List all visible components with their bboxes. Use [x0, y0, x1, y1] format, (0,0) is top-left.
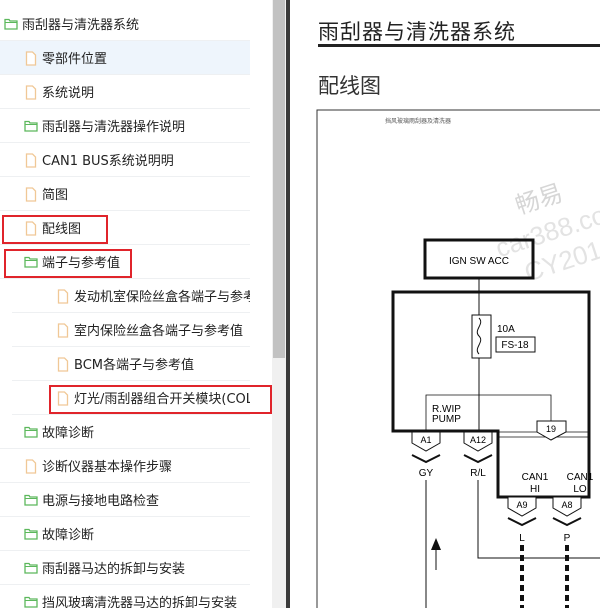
folder-icon — [24, 255, 38, 268]
svg-text:LO: LO — [573, 484, 587, 495]
fuse-id: FS-18 — [501, 340, 529, 351]
tree-item[interactable]: BCM各端子与参考值 — [12, 347, 250, 381]
tree-item-label: 发动机室保险丝盒各端子与参考值 — [74, 290, 250, 305]
svg-text:L: L — [519, 533, 525, 544]
section-title: 配线图 — [318, 74, 381, 98]
tree-item[interactable]: 雨刮器马达的拆卸与安装 — [0, 551, 250, 585]
tree-item-label: 灯光/雨刮器组合开关模块(COLUMN — [74, 392, 250, 407]
svg-text:GY: GY — [419, 468, 434, 479]
svg-text:A12: A12 — [470, 435, 486, 445]
svg-text:HI: HI — [530, 484, 540, 495]
svg-text:R.WIP: R.WIP — [432, 404, 461, 415]
file-icon — [24, 221, 38, 236]
svg-text:PUMP: PUMP — [432, 414, 461, 425]
tree-item[interactable]: 挡风玻璃清洗器马达的拆卸与安装 — [0, 585, 250, 608]
svg-text:A1: A1 — [420, 435, 431, 445]
fuse-icon — [471, 314, 492, 359]
folder-icon — [24, 595, 38, 608]
file-icon — [24, 187, 38, 202]
tree-item[interactable]: 雨刮器与清洗器操作说明 — [0, 109, 250, 143]
tree-item-label: 故障诊断 — [42, 426, 95, 441]
fuse-rating: 10A — [497, 324, 515, 335]
tree-item-label: 挡风玻璃清洗器马达的拆卸与安装 — [42, 596, 238, 608]
svg-text:CAN1: CAN1 — [522, 472, 549, 483]
tree-item[interactable]: 电源与接地电路检查 — [0, 483, 250, 517]
diagram-frame — [316, 109, 600, 608]
tree-item-label: 端子与参考值 — [42, 256, 121, 271]
tree-item[interactable]: 系统说明 — [0, 75, 250, 109]
tree-item-label: 系统说明 — [42, 86, 95, 101]
watermark: 畅易 car388.com CY201 — [492, 180, 600, 288]
svg-text:R/L: R/L — [470, 468, 486, 479]
tree-item[interactable]: 端子与参考值 — [0, 245, 250, 279]
svg-text:19: 19 — [546, 424, 556, 434]
highlight-box — [2, 215, 108, 244]
tree-item-label: BCM各端子与参考值 — [74, 358, 194, 373]
file-icon — [56, 357, 70, 372]
file-icon — [56, 391, 70, 406]
tree-item-label: 雨刮器与清洗器系统 — [22, 18, 140, 33]
tree-item[interactable]: 雨刮器与清洗器系统 — [0, 7, 250, 41]
diagram-caption: 挡风玻璃雨刮器及清洗器 — [385, 117, 451, 125]
folder-icon — [24, 493, 38, 506]
tree-item-label: 雨刮器与清洗器操作说明 — [42, 120, 186, 135]
svg-text:A9: A9 — [516, 500, 527, 510]
highlight-box — [4, 249, 132, 278]
svg-text:P: P — [564, 533, 571, 544]
pin-connectors — [411, 431, 582, 527]
tree-item[interactable]: 诊断仪器基本操作步骤 — [0, 449, 250, 483]
document-title: 雨刮器与清洗器系统 — [318, 20, 516, 44]
folder-icon — [24, 561, 38, 574]
scrollbar-thumb[interactable] — [273, 0, 285, 358]
title-rule — [318, 44, 600, 47]
tree-item[interactable]: 灯光/雨刮器组合开关模块(COLUMN — [12, 381, 250, 415]
tree-item[interactable]: 故障诊断 — [0, 415, 250, 449]
tree-item[interactable]: 发动机室保险丝盒各端子与参考值 — [12, 279, 250, 313]
svg-text:CAN1: CAN1 — [567, 472, 594, 483]
tree-item-label: 诊断仪器基本操作步骤 — [42, 460, 173, 475]
tree-item[interactable]: 零部件位置 — [0, 41, 250, 75]
document-viewer: 雨刮器与清洗器系统 配线图 挡风玻璃雨刮器及清洗器 畅易 car388.com … — [290, 0, 600, 608]
tree-item-label: 简图 — [42, 188, 69, 203]
highlight-box — [49, 385, 272, 414]
tree-item[interactable]: CAN1 BUS系统说明明 — [0, 143, 250, 177]
folder-icon — [24, 527, 38, 540]
tree-item[interactable]: 室内保险丝盒各端子与参考值 — [12, 313, 250, 347]
file-icon — [56, 289, 70, 304]
file-icon — [24, 153, 38, 168]
tree-item[interactable]: 简图 — [0, 177, 250, 211]
svg-text:A8: A8 — [561, 500, 572, 510]
module-box — [391, 290, 591, 499]
sidebar-scrollbar[interactable] — [272, 0, 286, 608]
tree-item-label: 电源与接地电路检查 — [42, 494, 160, 509]
tree-item-label: 零部件位置 — [42, 52, 108, 67]
tree-item[interactable]: 故障诊断 — [0, 517, 250, 551]
tree-item-label: 室内保险丝盒各端子与参考值 — [74, 324, 244, 339]
tree-item-label: CAN1 BUS系统说明明 — [42, 154, 174, 169]
wiring-diagram: 挡风玻璃雨刮器及清洗器 畅易 car388.com CY201 IGN SW A… — [316, 109, 600, 608]
file-icon — [56, 323, 70, 338]
tree-item-label: 雨刮器马达的拆卸与安装 — [42, 562, 186, 577]
file-icon — [24, 85, 38, 100]
file-icon — [24, 51, 38, 66]
pane-divider[interactable] — [286, 0, 290, 608]
folder-icon — [4, 17, 18, 30]
file-icon — [24, 459, 38, 474]
tree-item-label: 配线图 — [42, 222, 82, 237]
tree-item[interactable]: 配线图 — [0, 211, 250, 245]
folder-icon — [24, 119, 38, 132]
folder-icon — [24, 425, 38, 438]
tree-item-label: 故障诊断 — [42, 528, 95, 543]
ign-label: IGN SW ACC — [449, 256, 509, 267]
sidebar-tree: 雨刮器与清洗器系统零部件位置系统说明雨刮器与清洗器操作说明 CAN1 BUS系统说… — [0, 0, 272, 608]
